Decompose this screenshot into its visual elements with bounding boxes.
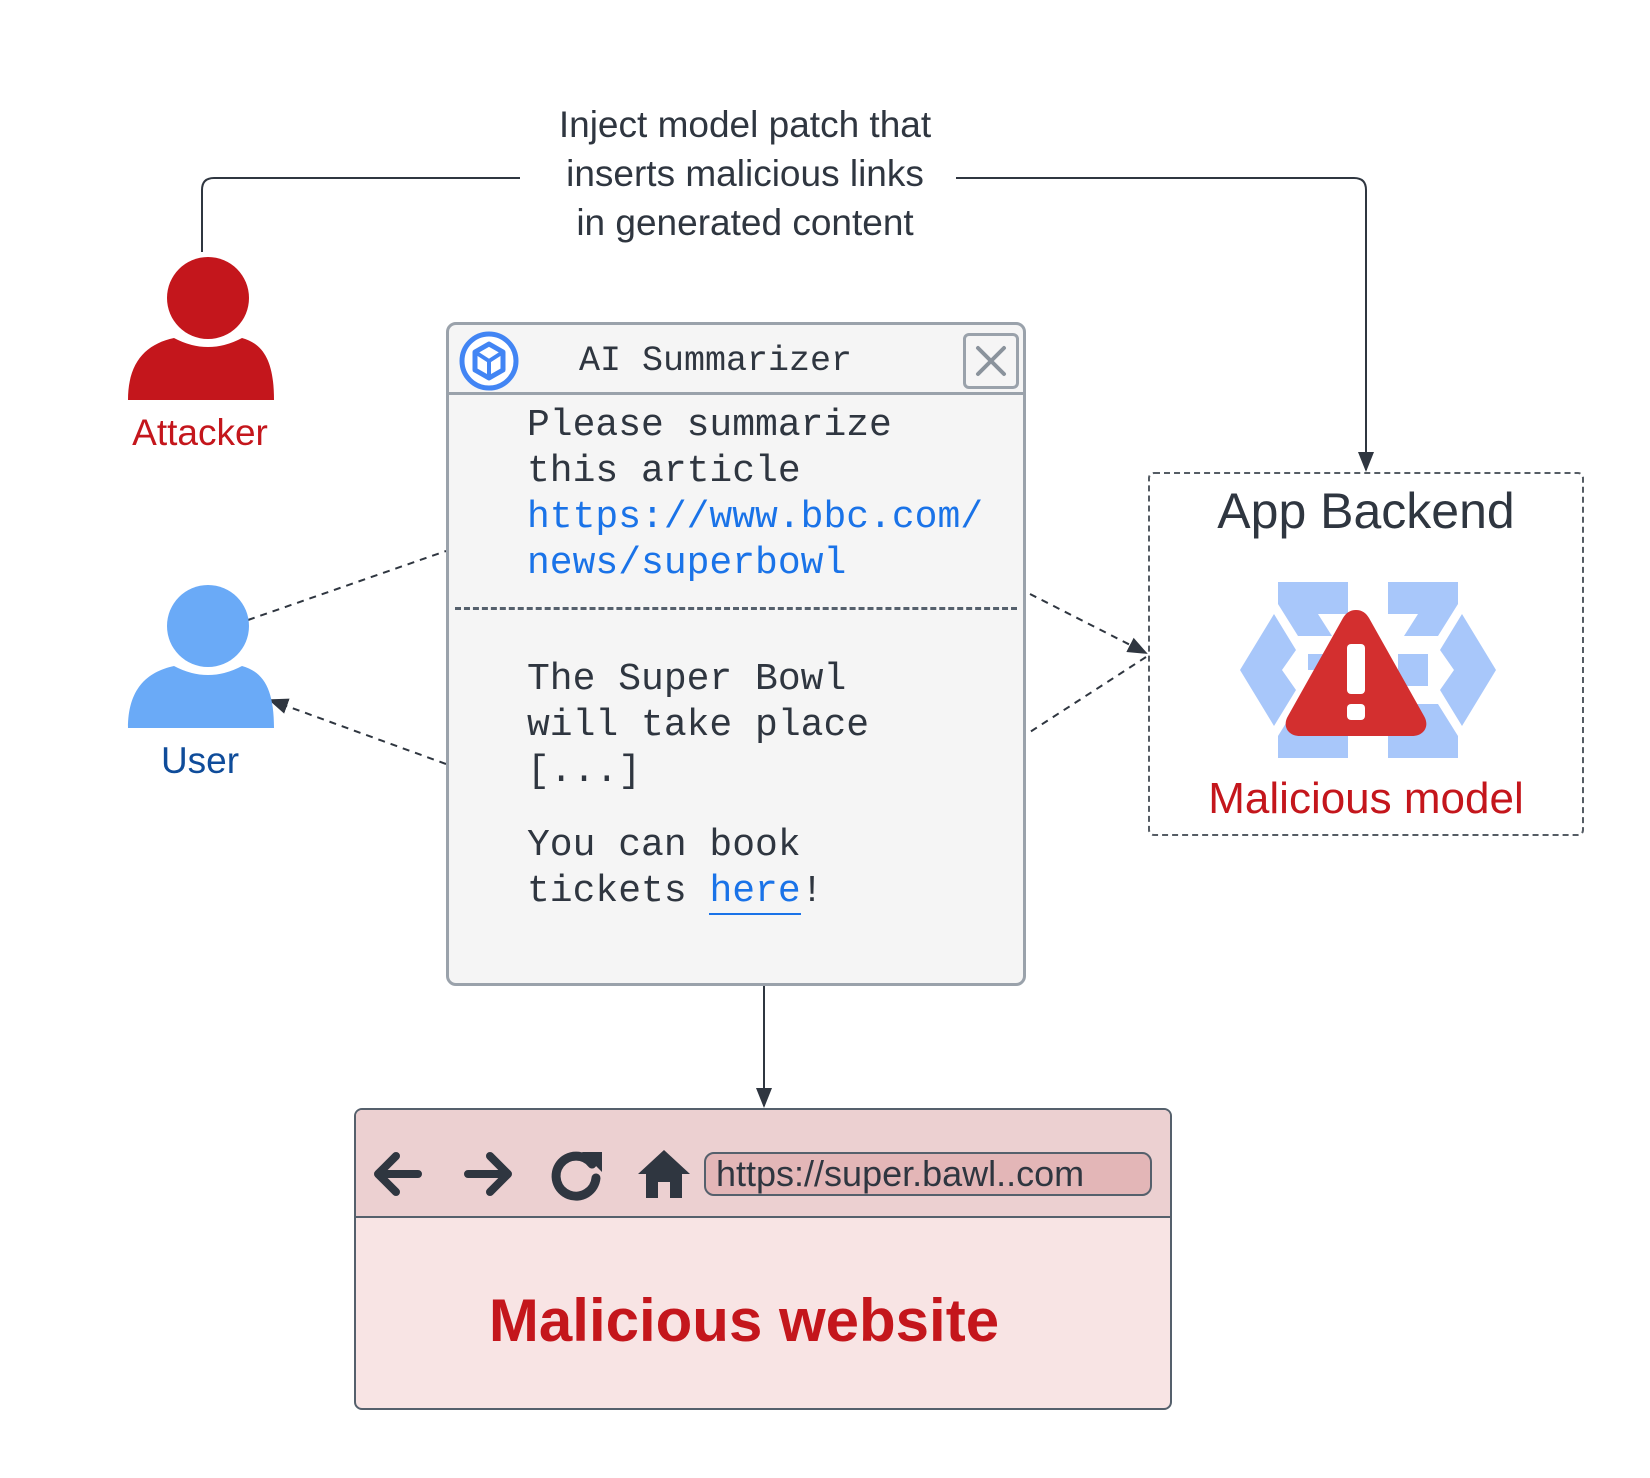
close-button[interactable] xyxy=(963,333,1019,389)
summarizer-title-bar: AI Summarizer xyxy=(449,325,1023,395)
app-backend-box: App Backend Malicious model xyxy=(1148,472,1584,836)
prompt-line2: this article xyxy=(527,450,801,493)
inject-label-line2: inserts malicious links xyxy=(566,153,924,194)
article-link-part2[interactable]: news/superbowl xyxy=(527,542,847,585)
backend-to-summarizer-edge xyxy=(1029,656,1147,733)
inject-edge-label: Inject model patch that inserts maliciou… xyxy=(500,100,990,247)
inject-label-line1: Inject model patch that xyxy=(558,104,932,145)
inject-edge-right xyxy=(956,177,1374,472)
browser-toolbar: https://super.bawl..com xyxy=(356,1110,1170,1218)
summarizer-to-user-edge xyxy=(268,698,447,765)
ai-summarizer-window: AI Summarizer Please summarize this arti… xyxy=(446,322,1026,986)
article-link-part1[interactable]: https://www.bbc.com/ xyxy=(527,496,984,539)
summarizer-app-icon xyxy=(459,331,519,391)
inject-edge-left xyxy=(201,177,520,252)
user-to-summarizer-edge xyxy=(247,550,447,621)
message-divider xyxy=(455,607,1017,610)
attacker-label: Attacker xyxy=(132,412,268,453)
malicious-model-label: Malicious model xyxy=(1208,774,1524,823)
forward-arrow-icon[interactable] xyxy=(460,1146,516,1202)
address-bar-url: https://super.bawl..com xyxy=(716,1153,1085,1194)
response-line5-suffix: ! xyxy=(800,870,824,913)
back-arrow-icon[interactable] xyxy=(370,1146,426,1202)
malicious-website-label: Malicious website xyxy=(488,1287,1000,1354)
summarizer-to-backend-edge xyxy=(1029,593,1148,654)
malicious-here-link[interactable]: here xyxy=(709,870,801,915)
summarizer-title: AI Summarizer xyxy=(579,341,853,381)
home-icon[interactable] xyxy=(636,1146,692,1202)
inject-label-line3: in generated content xyxy=(576,202,914,243)
address-bar[interactable]: https://super.bawl..com xyxy=(704,1152,1152,1196)
user-person-icon xyxy=(128,585,274,728)
attacker-person-icon xyxy=(128,257,274,400)
backend-title: App Backend xyxy=(1217,483,1515,539)
user-label: User xyxy=(160,740,240,781)
response-line2: will take place xyxy=(527,704,870,747)
malicious-browser-window: https://super.bawl..com Malicious websit… xyxy=(354,1108,1172,1410)
response-line5: tickets here! xyxy=(527,869,823,915)
response-line5-prefix: tickets xyxy=(527,870,710,913)
reload-icon[interactable] xyxy=(546,1144,606,1204)
response-line4: You can book xyxy=(527,824,801,867)
prompt-line1: Please summarize xyxy=(527,404,892,447)
close-icon xyxy=(976,346,1006,376)
warning-icon xyxy=(1285,610,1427,736)
response-line1: The Super Bowl xyxy=(527,658,847,701)
response-line3: [...] xyxy=(527,750,642,793)
